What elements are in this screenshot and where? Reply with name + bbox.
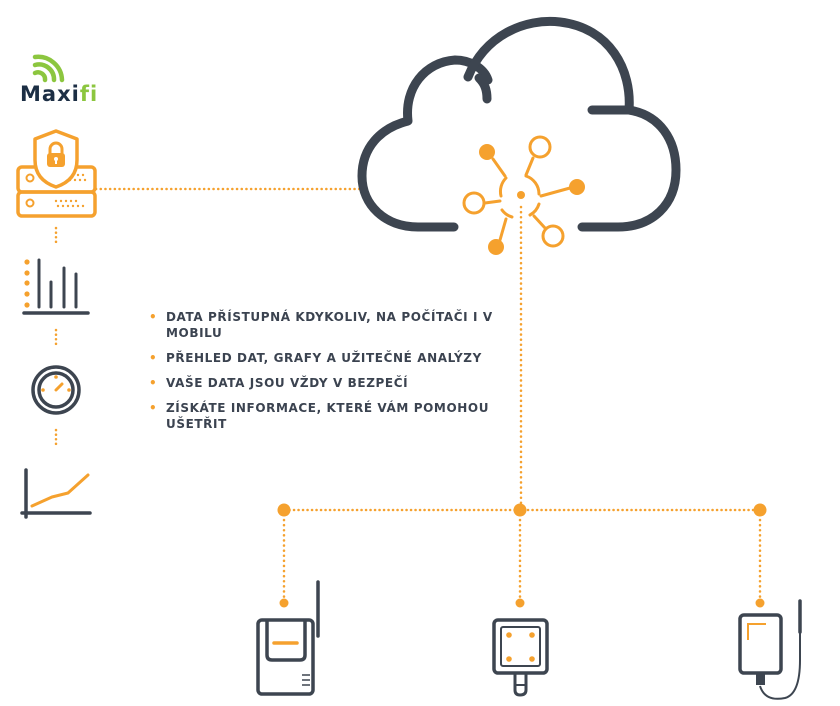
- gauge-icon: [31, 365, 81, 415]
- feature-list: • DATA PŘÍSTUPNÁ KDYKOLIV, NA POČÍTAČI I …: [146, 309, 506, 441]
- feature-item: • ZÍSKÁTE INFORMACE, KTERÉ VÁM POMOHOU UŠ…: [146, 400, 506, 432]
- bar-chart-icon: [22, 258, 90, 315]
- bullet-icon: •: [149, 401, 158, 415]
- cloud-icon: [357, 16, 681, 232]
- server-shield-lock-icon: [16, 129, 97, 218]
- bullet-icon: •: [149, 310, 158, 324]
- feature-item: • DATA PŘÍSTUPNÁ KDYKOLIV, NA POČÍTAČI I …: [146, 309, 506, 341]
- bus-nodes: [277, 503, 767, 517]
- feature-item: • VAŠE DATA JSOU VŽDY V BEZPEČÍ: [146, 375, 506, 391]
- network-hub-icon: [462, 135, 572, 248]
- device-drop-connectors: [282, 518, 762, 600]
- bullet-icon: •: [149, 376, 158, 390]
- device-drop-nodes: [279, 598, 765, 608]
- wireless-logger-with-antenna-icon: [256, 580, 320, 696]
- feature-text: DATA PŘÍSTUPNÁ KDYKOLIV, NA POČÍTAČI I V…: [166, 310, 493, 340]
- feature-text: ZÍSKÁTE INFORMACE, KTERÉ VÁM POMOHOU UŠE…: [166, 401, 490, 431]
- feature-text: PŘEHLED DAT, GRAFY A UŽITEČNÉ ANALÝZY: [166, 351, 482, 365]
- hub-nodes-filled: [479, 144, 585, 255]
- wall-sensor-icon: [492, 618, 549, 697]
- line-chart-icon: [20, 468, 92, 519]
- feature-text: VAŠE DATA JSOU VŽDY V BEZPEČÍ: [166, 376, 409, 390]
- bullet-icon: •: [149, 351, 158, 365]
- gauge-needle: [54, 382, 64, 392]
- feature-item: • PŘEHLED DAT, GRAFY A UŽITEČNÉ ANALÝZY: [146, 350, 506, 366]
- logo-text: Maxifi: [20, 82, 98, 106]
- server-led-dots: [54, 173, 87, 208]
- logo-text-main: Maxi: [20, 82, 80, 106]
- logo-text-accent: fi: [79, 82, 99, 106]
- probe-logger-icon: [738, 599, 802, 700]
- lock-icon: [47, 141, 65, 167]
- wifi-signal-icon: [32, 54, 65, 83]
- maxifi-logo: Maxifi: [20, 52, 110, 108]
